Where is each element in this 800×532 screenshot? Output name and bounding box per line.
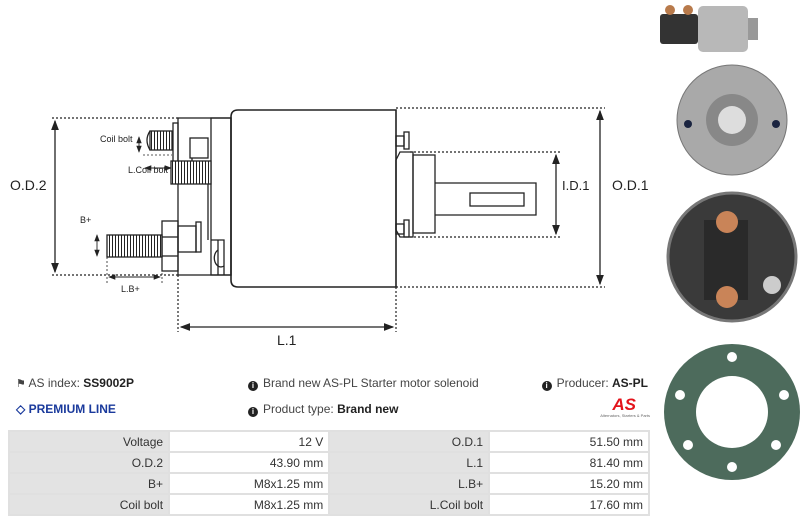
spec-label: O.D.2 bbox=[7, 451, 171, 474]
as-index: ⚑ AS index: SS9002P bbox=[16, 376, 134, 390]
gasket-photo bbox=[664, 344, 800, 480]
info-icon: i bbox=[541, 381, 552, 391]
coil-bolt-label: Coil bolt bbox=[100, 134, 133, 144]
l1-label: L.1 bbox=[277, 332, 297, 348]
spec-label: Voltage bbox=[7, 430, 171, 453]
spec-label: L.Coil bolt bbox=[328, 493, 491, 516]
od1-label: O.D.1 bbox=[612, 177, 649, 193]
spec-value: 15.20 mm bbox=[488, 472, 650, 495]
spec-value: 51.50 mm bbox=[488, 430, 650, 453]
id1-label: I.D.1 bbox=[562, 178, 589, 193]
solenoid-terminal-photo bbox=[666, 191, 798, 323]
spec-label: O.D.1 bbox=[328, 430, 491, 453]
spec-value: M8x1.25 mm bbox=[168, 493, 331, 516]
spec-value: 12 V bbox=[168, 430, 331, 453]
solenoid-side-photo bbox=[660, 5, 758, 52]
spec-value: M8x1.25 mm bbox=[168, 472, 331, 495]
diamond-icon: ◇ bbox=[16, 402, 26, 416]
info-icon: i bbox=[248, 407, 258, 417]
spec-label: Coil bolt bbox=[7, 493, 171, 516]
spec-value: 43.90 mm bbox=[168, 451, 331, 474]
premium-line-badge[interactable]: ◇ PREMIUM LINE bbox=[16, 402, 116, 416]
od2-label: O.D.2 bbox=[10, 177, 47, 193]
spec-value: 17.60 mm bbox=[488, 493, 650, 516]
tag-icon: ⚑ bbox=[16, 378, 26, 390]
as-pl-logo: AS Alternators, Starters & Parts bbox=[600, 395, 650, 418]
l-b-plus-label: L.B+ bbox=[121, 284, 140, 294]
as-index-value: SS9002P bbox=[83, 376, 134, 390]
spec-label: B+ bbox=[7, 472, 171, 495]
solenoid-end-photo bbox=[676, 64, 788, 176]
spec-label: L.B+ bbox=[328, 472, 491, 495]
b-plus-label: B+ bbox=[80, 215, 91, 225]
technical-drawing: O.D.2 O.D.1 I.D.1 L.1 Coil bolt L.Coil b… bbox=[10, 107, 649, 348]
spec-label: L.1 bbox=[328, 451, 491, 474]
l-coil-bolt-label: L.Coil bolt bbox=[128, 165, 169, 175]
info-icon: i bbox=[248, 381, 258, 391]
product-photos bbox=[660, 5, 800, 480]
spec-value: 81.40 mm bbox=[488, 451, 650, 474]
